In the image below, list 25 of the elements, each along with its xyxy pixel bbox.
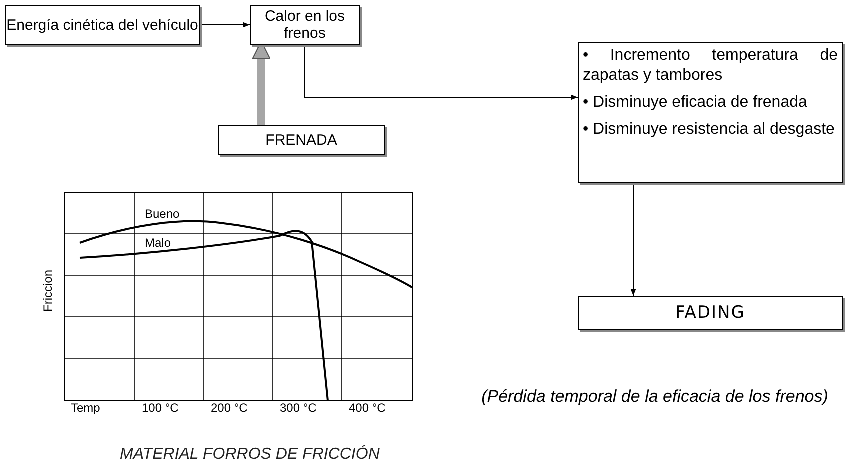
node-text: FRENADA: [266, 132, 338, 148]
node-text: Calor en los frenos: [264, 8, 346, 42]
axis-title: Friccion: [41, 270, 55, 312]
node-text: • Incremento temperatura de zapatas y tambores: [583, 46, 838, 86]
arrow: [630, 182, 636, 296]
axis-tick-label: 300 °C: [280, 401, 317, 415]
caption-text: (Pérdida temporal de la eficacia de los frenos): [480, 386, 830, 407]
series-label: Malo: [145, 236, 172, 250]
chart-caption: MATERIAL FORROS DE FRICCIÓN: [120, 446, 380, 464]
series-label: Bueno: [145, 207, 180, 221]
axis-tick-label: 400 °C: [349, 401, 386, 415]
process-box: [250, 5, 360, 45]
arrow: [304, 44, 578, 100]
arrow: [200, 22, 250, 28]
effects-box: [578, 42, 843, 183]
axis-tick-label: Temp: [71, 401, 100, 415]
node-text: Energía cinética del vehículo: [6, 16, 198, 34]
axis-tick-label: 100 °C: [142, 401, 179, 415]
node-text: • Disminuye resistencia al desgaste: [583, 120, 836, 140]
node-text: FADING: [676, 304, 746, 322]
process-box: [218, 125, 385, 155]
node-text: • Disminuye eficacia de frenada: [583, 93, 808, 113]
result-box: [578, 296, 843, 330]
axis-tick-label: 200 °C: [211, 401, 248, 415]
process-box: [5, 5, 200, 45]
